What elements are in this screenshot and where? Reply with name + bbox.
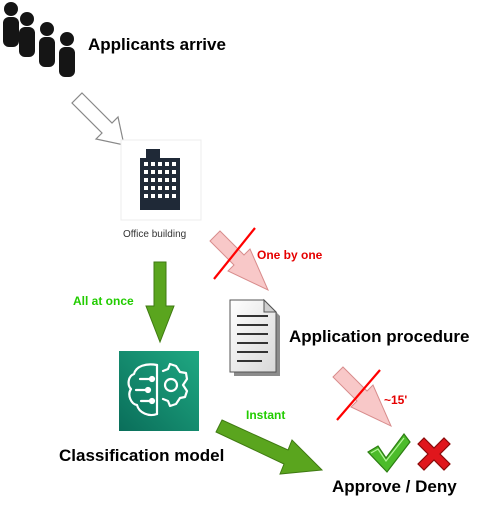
office-building-label: Office building xyxy=(123,229,187,240)
cross-icon xyxy=(417,437,451,471)
arrow-one-by-one xyxy=(209,227,269,292)
applicants-label: Applicants arrive xyxy=(88,35,226,54)
arrow-all-at-once xyxy=(145,261,175,344)
application-procedure-label: Application procedure xyxy=(289,327,470,346)
office-building-icon xyxy=(120,139,202,221)
classification-model-label: Classification model xyxy=(59,446,225,465)
approve-deny-label: Approve / Deny xyxy=(332,477,457,496)
time-15-label: ~15' xyxy=(384,393,408,407)
checkmark-icon xyxy=(367,433,411,473)
arrow-to-office xyxy=(71,92,125,146)
arrow-instant xyxy=(215,419,324,475)
document-icon xyxy=(229,298,280,376)
one-by-one-label: One by one xyxy=(257,248,323,262)
instant-label: Instant xyxy=(246,408,286,422)
ml-model-icon xyxy=(119,351,199,431)
people-icon xyxy=(3,2,75,77)
arrow-time-15 xyxy=(332,366,392,428)
all-at-once-label: All at once xyxy=(73,294,134,308)
